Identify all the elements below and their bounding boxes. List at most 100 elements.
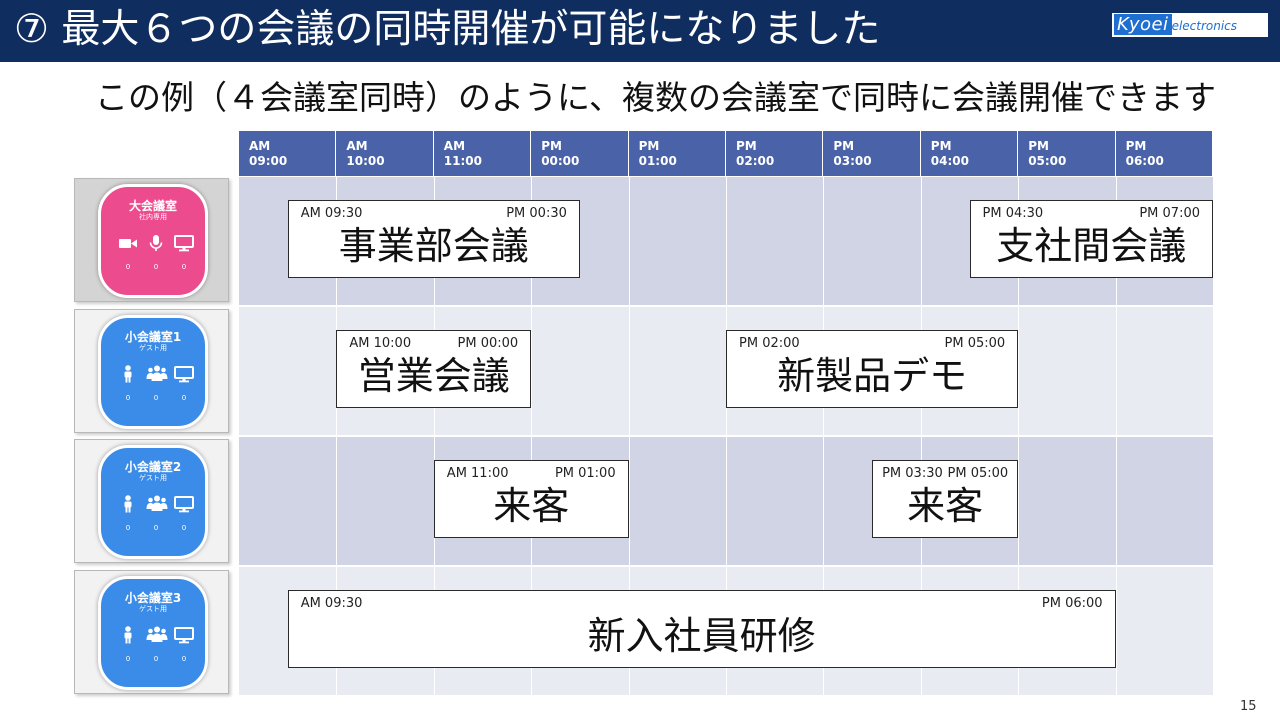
event-end-time: PM 01:00 [554,466,616,481]
room-name: 小会議室3 [124,591,182,605]
event-end-time: PM 05:00 [947,466,1009,481]
grid-column-divider [531,177,532,695]
monitor-icon [174,625,194,645]
time-slot-ampm: PM [930,139,952,153]
monitor-icon [174,364,194,384]
time-slot-ampm: AM [443,139,466,153]
time-slot-ampm: PM [541,139,562,153]
person-icon [118,494,138,514]
time-slot-time: 04:00 [930,154,969,168]
event-start-time: AM 10:00 [349,336,412,351]
grid-column-divider [434,177,435,695]
logo-kyoei-text: Kyoei [1114,14,1172,35]
time-slot-ampm: PM [736,139,757,153]
device-count: 0 [181,263,187,271]
microphone-icon [146,233,166,253]
device-count: 0 [125,394,131,402]
event-start-time: AM 11:00 [446,466,509,481]
grid-column-divider [336,177,337,695]
grid-column-divider [1116,177,1117,695]
group-icon [146,494,168,514]
room-name: 大会議室 [128,199,177,213]
device-count: 0 [153,524,159,532]
event-title: 新入社員研修 [587,614,816,658]
time-slot-ampm: PM [833,139,855,153]
device-count: 0 [181,655,187,663]
time-slot-time: 03:00 [833,154,872,168]
slide-title: ⑦ 最大６つの会議の同時開催が可能になりました [14,7,881,52]
person-icon [118,364,138,384]
event-end-time: PM 00:00 [457,336,519,351]
room-usage-label: ゲスト用 [139,474,167,482]
monitor-icon [174,233,194,253]
room-usage-label: ゲスト用 [139,344,167,352]
event-start-time: PM 03:30 [882,466,943,481]
room-usage-label: 社内専用 [139,213,167,221]
event-block[interactable]: AM 11:00 PM 01:00 来客 [433,460,629,538]
device-count: 0 [153,655,159,663]
grid-column-divider [629,177,630,695]
event-end-time: PM 05:00 [944,336,1006,351]
device-count: 0 [125,655,131,663]
event-start-time: AM 09:30 [300,206,363,221]
time-slot-time: 10:00 [346,154,385,168]
time-slot-time: 11:00 [443,154,482,168]
monitor-icon [174,494,194,514]
video-camera-icon [118,233,138,253]
time-slot-time: 05:00 [1028,154,1067,168]
device-count: 0 [181,394,187,402]
time-slot-time: 06:00 [1125,154,1164,168]
page-number: 15 [1240,699,1257,714]
group-icon [146,364,168,384]
event-title: 来客 [493,484,570,528]
event-title: 新製品デモ [777,354,968,398]
time-slot-ampm: AM [249,139,271,153]
device-count: 0 [153,263,159,271]
event-title: 支社間会議 [996,224,1187,268]
device-count: 0 [125,524,131,532]
time-slot-ampm: AM [346,139,368,153]
grid-column-divider [1018,177,1019,695]
time-slot-time: 00:00 [541,154,580,168]
grid-column-divider [726,177,727,695]
room-name: 小会議室2 [124,460,182,474]
person-icon [118,625,138,645]
event-end-time: PM 07:00 [1139,206,1200,221]
time-slot-ampm: PM [638,139,660,153]
grid-column-divider [921,177,922,695]
event-end-time: PM 06:00 [1041,596,1103,611]
time-slot-ampm: PM [1125,139,1147,153]
time-slot-time: 09:00 [249,154,288,168]
time-slot-time: 02:00 [736,154,775,168]
event-title: 事業部会議 [338,224,529,268]
time-slot-ampm: PM [1028,139,1049,153]
room-name: 小会議室1 [124,330,182,344]
time-slot-time: 01:00 [638,154,677,168]
